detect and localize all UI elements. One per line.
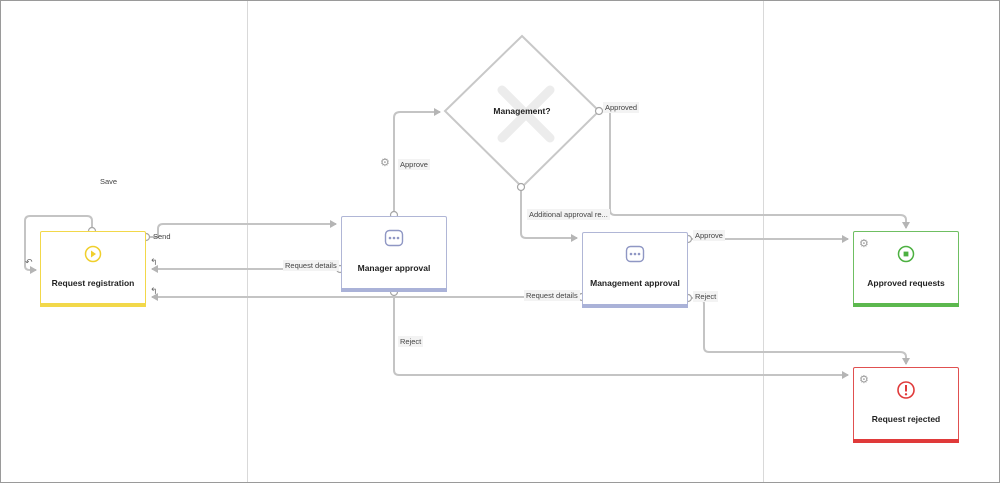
edge-label-reject[interactable]: Reject (693, 291, 719, 302)
status-bar (582, 304, 688, 308)
gear-icon[interactable]: ⚙ (380, 157, 390, 169)
status-bar (40, 303, 146, 307)
edge-send (146, 220, 337, 238)
edge-label-request-details[interactable]: Request details (524, 290, 580, 301)
gear-icon[interactable]: ⚙ (859, 374, 869, 386)
gateway-title: Management? (493, 106, 551, 116)
edge-reject-1 (393, 292, 849, 379)
node-title: Management approval (590, 278, 680, 288)
status-bar (853, 303, 959, 307)
edge-save (24, 215, 93, 274)
edge-label-additional-approval[interactable]: Additional approval re... (527, 209, 610, 220)
edge-additional-approval (520, 187, 578, 242)
edge-label-send[interactable]: Send (153, 232, 171, 241)
node-management-approval[interactable]: Management approval (582, 232, 688, 308)
lane-divider (247, 1, 248, 482)
decision-gateway[interactable] (443, 34, 601, 189)
port-handle (516, 182, 526, 192)
return-arrow-icon: ↰ (150, 286, 158, 296)
edge-label-reject[interactable]: Reject (398, 336, 424, 347)
node-title: Request rejected (871, 414, 941, 424)
node-title: Approved requests (867, 278, 945, 288)
return-arrow-icon: ↶ (25, 257, 33, 267)
edge-label-request-details[interactable]: Request details (283, 260, 339, 271)
node-request-rejected[interactable]: Request rejected (853, 367, 959, 443)
node-title: Request registration (51, 278, 135, 288)
status-bar (853, 439, 959, 443)
exclamation-icon (897, 381, 915, 399)
node-request-registration[interactable]: Request registration (40, 231, 146, 307)
port-handle (594, 106, 604, 116)
edge-label-approve[interactable]: Approve (398, 159, 430, 170)
edge-label-approved[interactable]: Approved (603, 102, 640, 113)
edge-approve-1 (393, 108, 441, 215)
x-icon (497, 85, 555, 143)
lane-divider (763, 1, 764, 482)
node-title: Manager approval (357, 263, 431, 273)
edge-approved (599, 110, 910, 229)
play-icon (84, 245, 102, 263)
edge-label-approve[interactable]: Approve (693, 230, 725, 241)
stop-icon (897, 245, 915, 263)
return-arrow-icon: ↰ (150, 257, 158, 267)
gear-icon[interactable]: ⚙ (859, 238, 869, 250)
node-approved-requests[interactable]: Approved requests (853, 231, 959, 307)
ellipsis-icon (625, 245, 645, 263)
status-bar (341, 288, 447, 292)
ellipsis-icon (384, 229, 404, 247)
node-manager-approval[interactable]: Manager approval (341, 216, 447, 292)
edge-label-save[interactable]: Save (100, 177, 118, 186)
edge-reject-2 (688, 297, 910, 365)
